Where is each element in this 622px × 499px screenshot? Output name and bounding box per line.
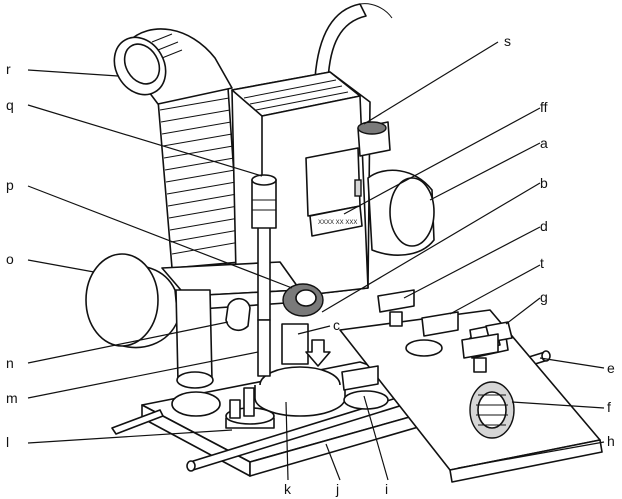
label-i: i xyxy=(385,481,388,497)
rating-plate: XXXX XX XXX xyxy=(318,220,357,226)
label-ff: ff xyxy=(540,99,548,115)
speed-control-wheel[interactable] xyxy=(358,122,390,156)
label-m: m xyxy=(6,390,18,406)
label-b: b xyxy=(540,175,548,191)
label-k: k xyxy=(284,481,292,497)
label-a: a xyxy=(540,135,548,151)
label-l: l xyxy=(6,434,9,450)
label-f: f xyxy=(607,399,611,415)
depth-adjust-knob[interactable] xyxy=(283,284,323,316)
label-g: g xyxy=(540,289,548,305)
label-c: c xyxy=(333,317,340,333)
power-cable xyxy=(315,4,392,80)
label-p: p xyxy=(6,177,14,193)
dust-extraction-hose xyxy=(104,28,240,268)
label-d: d xyxy=(540,218,548,234)
label-n: n xyxy=(6,355,14,371)
label-h: h xyxy=(607,433,615,449)
label-e: e xyxy=(607,360,615,376)
clamp-lever-n[interactable] xyxy=(226,299,250,331)
label-t: t xyxy=(540,255,544,271)
label-s: s xyxy=(504,33,511,49)
label-q: q xyxy=(6,97,14,113)
label-o: o xyxy=(6,251,14,267)
label-j: j xyxy=(335,481,339,497)
label-r: r xyxy=(6,61,11,77)
